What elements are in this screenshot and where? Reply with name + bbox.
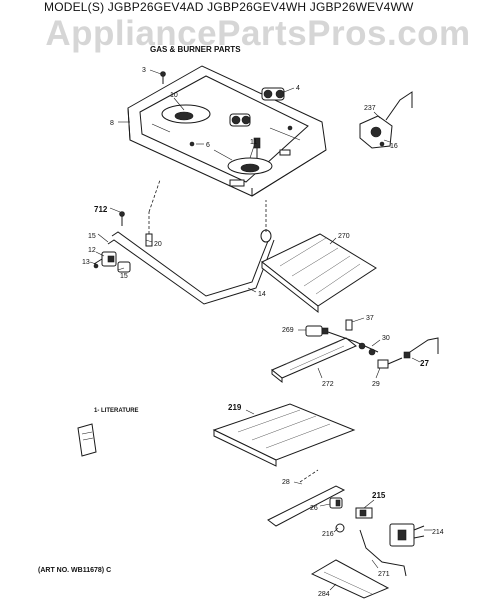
ignitor-bracket[interactable] — [359, 115, 393, 149]
callout-29: 29 — [372, 381, 380, 388]
clip-37[interactable] — [345, 319, 353, 331]
burner-box-assembly[interactable] — [127, 65, 327, 197]
nut-216[interactable] — [335, 523, 345, 533]
burner-heads[interactable] — [229, 87, 285, 127]
callout-712: 712 — [94, 205, 108, 214]
bracket-215[interactable] — [355, 507, 373, 519]
callout-8: 8 — [110, 120, 114, 127]
callout-269: 269 — [282, 327, 294, 334]
callout-16: 16 — [390, 143, 398, 150]
orifice-269[interactable] — [305, 325, 329, 337]
callout-215: 215 — [372, 491, 386, 500]
leader-lines — [89, 69, 432, 591]
callout-270: 270 — [338, 233, 350, 240]
bottom-shield-219[interactable] — [212, 403, 356, 467]
guide-line-a — [148, 179, 161, 213]
gas-tube-271[interactable] — [359, 529, 407, 577]
callout-3: 3 — [142, 67, 146, 74]
art-number: (ART NO. WB11678) C — [38, 567, 112, 574]
callout-12: 12 — [88, 247, 96, 254]
callout-271: 271 — [378, 571, 390, 578]
callout-14: 14 — [258, 291, 266, 298]
orifice-screw-712[interactable] — [119, 211, 125, 227]
callout-6: 6 — [206, 142, 210, 149]
thermocouple-27[interactable] — [403, 337, 439, 359]
callout-20: 20 — [154, 241, 162, 248]
oven-burner-pipe[interactable] — [267, 469, 346, 527]
callout-216: 216 — [322, 531, 334, 538]
callout-26: 26 — [310, 505, 318, 512]
callout-13: 13 — [82, 259, 90, 266]
valve-assembly-left[interactable] — [93, 251, 131, 273]
callout-11: 11 — [250, 139, 257, 146]
callout-10: 10 — [170, 92, 178, 99]
orifice-26[interactable] — [329, 497, 343, 509]
callout-15b: 15 — [120, 273, 128, 280]
callout-284: 284 — [318, 591, 330, 598]
fitting-29[interactable] — [377, 357, 403, 369]
site-watermark: AppliancePartsPros.com — [45, 14, 471, 53]
broil-pipe[interactable] — [327, 331, 379, 356]
callout-15a: 15 — [88, 233, 96, 240]
burner-bracket-284[interactable] — [310, 559, 390, 599]
callout-37: 37 — [366, 315, 374, 322]
callout-219: 219 — [228, 403, 242, 412]
screw-3[interactable] — [160, 71, 166, 85]
thermostat-valve-214[interactable] — [389, 523, 425, 547]
section-title: GAS & BURNER PARTS — [150, 45, 241, 54]
callout-272: 272 — [322, 381, 334, 388]
model-list-heading: MODEL(S) JGBP26GEV4AD JGBP26GEV4WH JGBP2… — [44, 0, 414, 14]
callout-30: 30 — [382, 335, 390, 342]
callout-237-top: 237 — [364, 105, 376, 112]
literature-booklet-icon[interactable] — [77, 423, 97, 457]
broil-burner-272[interactable] — [271, 337, 357, 384]
callout-27: 27 — [420, 359, 429, 368]
heat-shield-270[interactable] — [261, 233, 377, 314]
ignitor-wire[interactable] — [385, 91, 413, 121]
callout-4: 4 — [296, 85, 300, 92]
callout-labels: 3 4 237 8 10 6 11 16 712 15 20 270 12 13… — [82, 67, 444, 598]
callout-214: 214 — [432, 529, 444, 536]
callout-28: 28 — [282, 479, 290, 486]
literature-label: 1- LITERATURE — [94, 408, 139, 414]
manifold-pipe[interactable] — [107, 200, 275, 305]
electrode-11[interactable] — [253, 137, 261, 158]
